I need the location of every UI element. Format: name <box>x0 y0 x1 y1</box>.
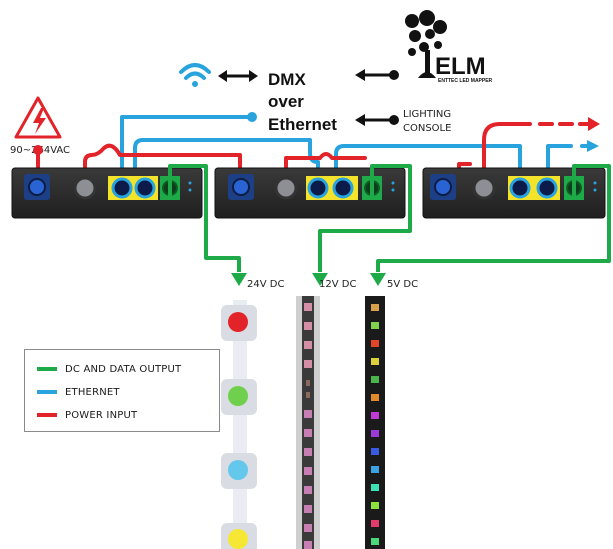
led-driver-device <box>11 167 203 219</box>
dmx-over-label: over <box>268 92 304 111</box>
elm-wordmark: ELM <box>435 53 486 80</box>
dmx-ethernet-label: Ethernet <box>268 115 337 134</box>
led-driver-device <box>422 167 606 219</box>
dmx-label: DMX <box>268 70 306 89</box>
strip-voltage-label: 24V DC <box>247 279 284 290</box>
led-strip-5v <box>365 296 385 549</box>
left-arrow-icon <box>355 69 399 81</box>
elm-tagline: ENTTEC LED MAPPER <box>438 78 493 84</box>
legend-label: ETHERNET <box>65 386 120 398</box>
left-arrow-icon <box>355 114 399 126</box>
elm-tree-logo-icon <box>405 10 447 78</box>
legend-label: DC AND DATA OUTPUT <box>65 363 182 375</box>
legend-item-power: POWER INPUT <box>37 407 137 423</box>
strip-voltage-label: 12V DC <box>319 279 356 290</box>
legend-item-ethernet: ETHERNET <box>37 384 120 400</box>
legend-swatch-green <box>37 367 57 371</box>
legend-label: POWER INPUT <box>65 409 138 421</box>
down-arrow-icon <box>231 273 386 286</box>
legend: DC AND DATA OUTPUT ETHERNET POWER INPUT <box>24 349 220 432</box>
led-driver-device <box>214 167 406 219</box>
legend-swatch-blue <box>37 390 57 394</box>
lighting-console-label: CONSOLE <box>403 123 451 134</box>
high-voltage-warning-icon <box>14 96 62 139</box>
wifi-icon <box>179 63 211 87</box>
strip-voltage-label: 5V DC <box>387 279 418 290</box>
legend-item-dc-data: DC AND DATA OUTPUT <box>37 361 181 377</box>
lighting-console-label: LIGHTING <box>403 109 451 120</box>
dc-data-output-cables <box>168 164 611 272</box>
bidirectional-arrow-icon <box>218 70 258 82</box>
power-cables <box>33 117 600 178</box>
led-strip-24v <box>221 300 257 549</box>
legend-swatch-red <box>37 413 57 417</box>
led-strip-12v <box>296 296 320 549</box>
